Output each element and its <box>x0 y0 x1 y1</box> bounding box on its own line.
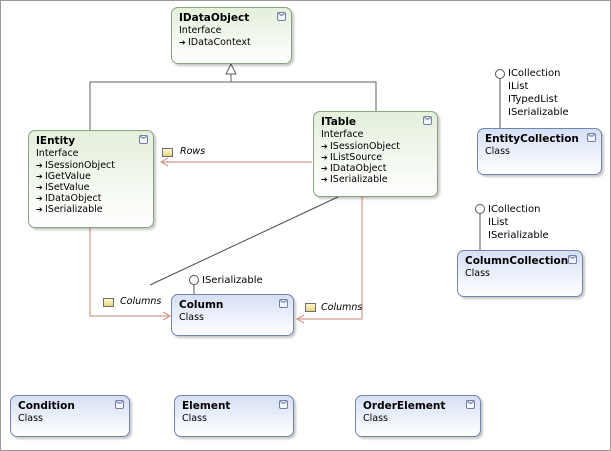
double-chevron-icon[interactable]: ︾ <box>279 299 288 308</box>
box-stereotype: Interface <box>179 25 222 36</box>
interface-name: IList <box>488 217 509 228</box>
association-icon <box>162 148 173 157</box>
member: ➔IDataObject <box>36 193 102 204</box>
columns-left-label: Columns <box>120 296 162 307</box>
box-stereotype: Class <box>18 413 43 424</box>
member: ➔ISessionObject <box>321 141 400 152</box>
columncollection-lollipop-labels: ICollection IList ISerializable <box>488 203 549 242</box>
arrow-right-icon: ➔ <box>321 142 328 151</box>
member: ➔ISerializable <box>321 174 388 185</box>
box-stereotype: Interface <box>36 148 79 159</box>
lollipop-entitycollection <box>495 69 505 128</box>
box-title: OrderElement <box>363 400 446 412</box>
member: ➔ISerializable <box>36 204 103 215</box>
double-chevron-icon[interactable]: ︾ <box>279 400 288 409</box>
box-title: ITable <box>321 116 357 128</box>
member: ➔IGetValue <box>36 171 91 182</box>
box-stereotype: Class <box>179 312 204 323</box>
interface-name: ICollection <box>488 204 541 215</box>
box-stereotype: Interface <box>321 129 364 140</box>
rows-label: Rows <box>180 146 206 157</box>
interface-name: ISerializable <box>508 107 569 118</box>
column-lollipop-label: ISerializable <box>202 274 263 287</box>
member: ➔IListSource <box>321 152 383 163</box>
entitycollection-box[interactable]: ︾ EntityCollection Class <box>477 128 602 175</box>
column-box[interactable]: ︾ Column Class <box>171 294 294 336</box>
arrow-right-icon: ➔ <box>36 161 43 170</box>
rows-association <box>159 157 312 167</box>
box-title: Column <box>179 299 224 311</box>
box-title: ColumnCollection <box>465 255 569 267</box>
arrow-right-icon: ➔ <box>179 38 186 47</box>
arrow-right-icon: ➔ <box>36 183 43 192</box>
entitycollection-lollipop-labels: ICollection IList ITypedList ISerializab… <box>508 67 569 119</box>
double-chevron-icon[interactable]: ︾ <box>139 135 148 144</box>
inheritance-arrowhead <box>225 62 237 75</box>
double-chevron-icon[interactable]: ︾ <box>115 400 124 409</box>
double-chevron-icon[interactable]: ︾ <box>466 400 475 409</box>
association-icon <box>305 303 316 312</box>
member: ➔ISessionObject <box>36 160 115 171</box>
arrow-right-icon: ➔ <box>321 175 328 184</box>
box-title: Condition <box>18 400 75 412</box>
arrow-right-icon: ➔ <box>36 205 43 214</box>
arrow-right-icon: ➔ <box>321 153 328 162</box>
arrow-right-icon: ➔ <box>36 172 43 181</box>
arrow-right-icon: ➔ <box>321 164 328 173</box>
lollipop-column <box>189 275 199 294</box>
box-stereotype: Class <box>485 146 510 157</box>
member: ➔ISetValue <box>36 182 90 193</box>
double-chevron-icon[interactable]: ︾ <box>423 116 432 125</box>
itable-box[interactable]: ︾ ITable Interface ➔ISessionObject ➔ILis… <box>313 111 438 197</box>
box-stereotype: Class <box>465 268 490 279</box>
itable-ientity-link <box>149 195 341 286</box>
member: ➔IDataObject <box>321 163 387 174</box>
double-chevron-icon[interactable]: ︾ <box>568 255 577 264</box>
itable-inherits-idataobject <box>231 81 377 111</box>
box-title: IDataObject <box>179 12 250 24</box>
interface-name: ISerializable <box>202 275 263 286</box>
box-title: Element <box>182 400 231 412</box>
member: ➔IDataContext <box>179 37 251 48</box>
interface-name: ICollection <box>508 68 561 79</box>
interface-name: ITypedList <box>508 94 558 105</box>
box-stereotype: Class <box>182 413 207 424</box>
columns-left-association <box>89 228 172 321</box>
orderelement-box[interactable]: ︾ OrderElement Class <box>355 395 481 437</box>
element-box[interactable]: ︾ Element Class <box>174 395 294 437</box>
ientity-inherits-idataobject <box>89 74 232 130</box>
columns-right-label: Columns <box>321 302 363 313</box>
ientity-box[interactable]: ︾ IEntity Interface ➔ISessionObject ➔IGe… <box>28 130 154 228</box>
idataobject-box[interactable]: ︾ IDataObject Interface ➔IDataContext <box>171 7 292 64</box>
association-icon <box>103 298 114 307</box>
columns-right-association <box>295 197 363 324</box>
arrow-right-icon: ➔ <box>36 194 43 203</box>
interface-name: IList <box>508 81 529 92</box>
box-title: EntityCollection <box>485 133 579 145</box>
interface-name: ISerializable <box>488 230 549 241</box>
double-chevron-icon[interactable]: ︾ <box>277 12 286 21</box>
box-stereotype: Class <box>363 413 388 424</box>
inheritance-lines <box>89 62 377 130</box>
columncollection-box[interactable]: ︾ ColumnCollection Class <box>457 250 583 297</box>
condition-box[interactable]: ︾ Condition Class <box>10 395 130 437</box>
box-title: IEntity <box>36 135 76 147</box>
double-chevron-icon[interactable]: ︾ <box>587 133 596 142</box>
lollipop-columncollection <box>475 204 485 250</box>
